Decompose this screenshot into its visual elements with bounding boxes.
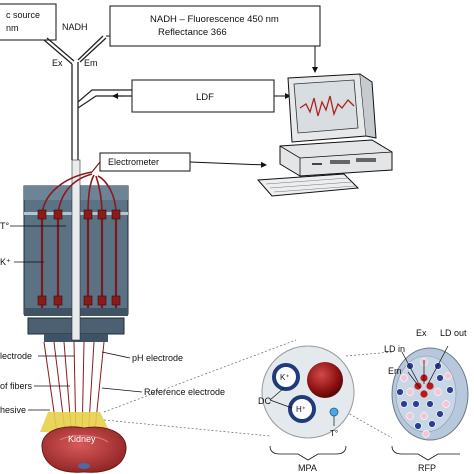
mpa-temperature-label: T° — [330, 429, 338, 438]
rfp-fiber-dot — [434, 362, 442, 370]
rfp-fiber-dot — [406, 412, 414, 420]
rfp-em-label: Em — [388, 366, 402, 376]
probe-electrodes — [37, 209, 121, 308]
rfp-caption: RFP — [418, 463, 436, 473]
electrometer-label: Electrometer — [108, 157, 159, 167]
fibers-label: of fibers — [0, 381, 33, 391]
reference-electrode-label: Reference electrode — [144, 387, 225, 397]
rfp-fiber-dot — [434, 388, 442, 396]
light-source-box: c source nm — [0, 3, 57, 41]
rfp-fiber-dot — [414, 422, 422, 430]
rfp-fiber-dot — [426, 400, 434, 408]
rfp-fiber-dot — [400, 374, 408, 382]
potassium-label: K⁺ — [0, 257, 11, 267]
rfp-fiber-dot — [420, 412, 428, 420]
rfp-ld-in-label: LD in — [384, 344, 405, 354]
nadh-fluorescence-box: NADH – Fluorescence 450 nm Reflectance 3… — [109, 5, 321, 47]
mpa-dc-label: DC — [258, 396, 271, 406]
rfp-fiber-dot — [446, 386, 454, 394]
multiparametric-probe — [23, 159, 129, 342]
rfp-fiber-dot — [406, 388, 414, 396]
rfp-fiber-dot — [436, 410, 444, 418]
adhesive-label: hesive — [0, 405, 26, 415]
kidney-label: Kidney — [68, 434, 96, 444]
rfp-fiber-dot — [396, 388, 404, 396]
ldf-label: LDF — [196, 92, 214, 103]
rfp-fiber-dot — [400, 400, 408, 408]
probe-top-wires — [41, 171, 117, 215]
mpa-potassium-label: K⁺ — [280, 373, 290, 382]
nadh-fiber-label: NADH — [62, 22, 88, 32]
em-fiber-label: Em — [84, 58, 98, 68]
electrometer-to-computer-arrow — [189, 161, 267, 168]
ph-electrode-label: pH electrode — [132, 353, 183, 363]
rfp-panel — [391, 345, 469, 461]
rfp-fiber-dot — [406, 362, 414, 370]
temperature-label: T° — [0, 221, 9, 231]
ex-fiber-label: Ex — [52, 58, 63, 68]
nadh-box-line1: NADH – Fluorescence 450 nm — [150, 14, 279, 25]
rfp-ld-out-label: LD out — [440, 328, 467, 338]
rfp-fiber-dot — [444, 372, 452, 380]
ldf-box: LDF — [131, 79, 275, 113]
rfp-fiber-dot — [428, 420, 436, 428]
nadh-box-line2: Reflectance 366 — [158, 27, 227, 38]
mpa-hydrogen-label: H⁺ — [296, 405, 306, 414]
rfp-fiber-dot — [412, 400, 420, 408]
kidney-icon — [41, 426, 127, 473]
fiber-junction — [43, 35, 107, 160]
electrometer-box: Electrometer — [99, 152, 191, 172]
reference-electrode-left-label: lectrode — [0, 351, 32, 361]
mpa-panel — [261, 345, 355, 461]
rfp-fiber-dot — [422, 430, 430, 438]
rfp-fiber-dot — [436, 374, 444, 382]
rfp-fiber-dot — [442, 400, 450, 408]
mpa-caption: MPA — [298, 463, 317, 473]
light-source-wavelength: nm — [6, 23, 19, 33]
light-source-label: c source — [6, 10, 40, 20]
projection-lines — [103, 339, 393, 439]
ldf-fiber-link — [77, 89, 132, 109]
computer-icon — [256, 73, 393, 197]
rfp-ex-label: Ex — [416, 328, 427, 338]
